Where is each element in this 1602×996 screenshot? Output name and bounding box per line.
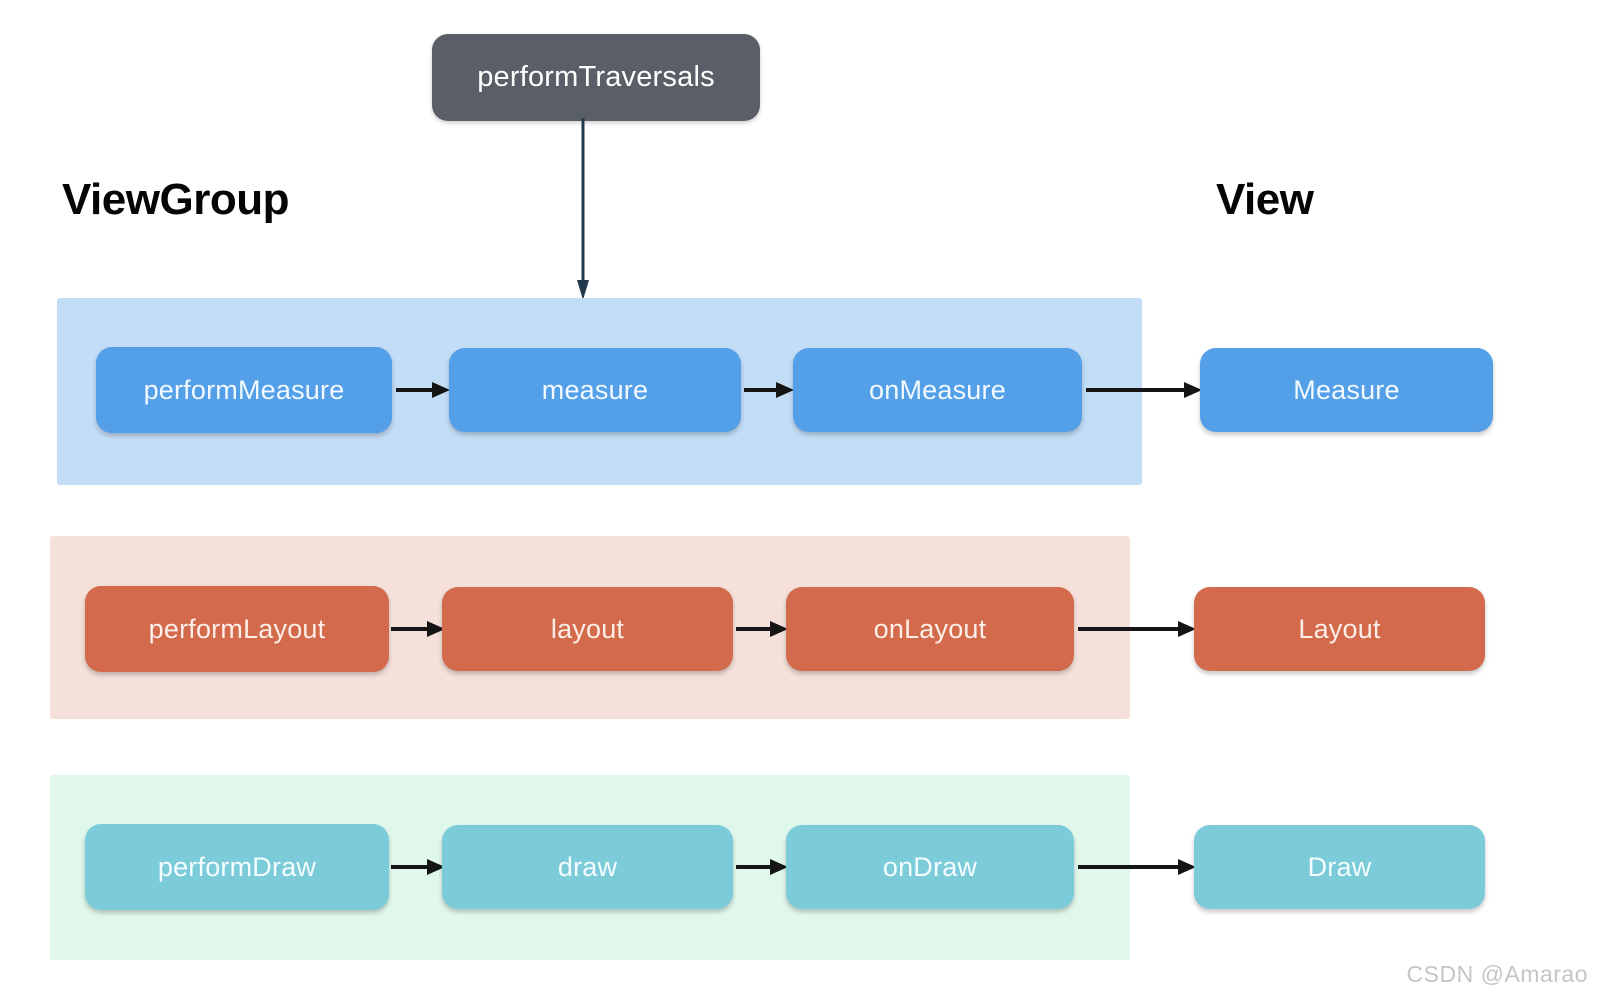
arrow-right-long-icon [1078,621,1196,637]
arrow-right-icon [744,382,794,398]
pill-on-draw: onDraw [786,825,1074,909]
pill-perform-measure: performMeasure [96,347,392,433]
watermark: CSDN @Amarao [1406,961,1588,987]
arrow-right-icon [391,621,445,637]
pill-perform-layout: performLayout [85,586,389,672]
arrow-right-long-icon [1086,382,1202,398]
pill-draw: draw [442,825,733,909]
arrow-right-icon [736,621,788,637]
pill-layout: layout [442,587,733,671]
heading-view: View [1216,175,1314,224]
arrow-right-icon [391,859,445,875]
pill-on-layout: onLayout [786,587,1074,671]
arrow-right-long-icon [1078,859,1196,875]
pill-measure: measure [449,348,741,432]
downward-arrow-icon [577,118,589,300]
arrow-right-icon [736,859,788,875]
pill-view-draw: Draw [1194,825,1485,909]
perform-traversals-node: performTraversals [432,34,760,121]
arrow-right-icon [396,382,450,398]
pill-view-measure: Measure [1200,348,1493,432]
pill-perform-draw: performDraw [85,824,389,910]
heading-viewgroup: ViewGroup [62,175,289,224]
pill-view-layout: Layout [1194,587,1485,671]
pill-on-measure: onMeasure [793,348,1082,432]
